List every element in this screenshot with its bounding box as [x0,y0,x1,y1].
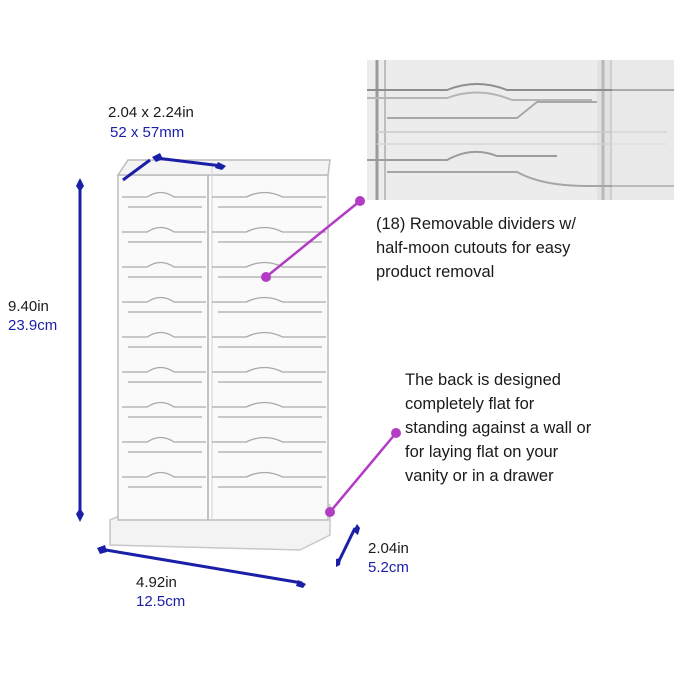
height-arrow-bottom [76,508,84,522]
divider-row-7-col-2 [212,401,326,418]
top-dimension-metric: 52 x 57mm [110,124,185,141]
divider-set [122,191,326,488]
width-dimension-line [99,547,303,585]
dividers-callout-dot-start [261,272,271,282]
width-dimension-imperial: 4.92in [136,574,177,591]
divider-row-3-col-1 [122,261,206,278]
dividers-callout-dot-end [355,196,365,206]
back-callout-line-1: The back is designed [405,371,561,389]
divider-row-5-col-2 [212,331,326,348]
divider-row-9-col-1 [122,471,206,488]
divider-row-7-col-1 [122,401,206,418]
divider-row-4-col-1 [122,296,206,313]
top-dimension-line [155,156,223,168]
divider-row-2-col-2 [212,226,326,243]
depth-dimension-metric: 5.2cm [368,559,409,576]
dividers-callout-line-2: half-moon cutouts for easy [376,239,571,257]
width-dimension-metric: 12.5cm [136,593,186,610]
depth-dimension-line [336,527,357,564]
divider-row-6-col-2 [212,366,326,383]
divider-row-4-col-2 [212,296,326,313]
divider-row-1-col-2 [212,191,326,208]
height-arrow-top [76,178,84,192]
back-callout-line-4: for laying flat on your [405,443,559,461]
dividers-callout-text: (18) Removable dividers w/ half-moon cut… [376,212,576,284]
divider-row-2-col-1 [122,226,206,243]
depth-dimension-imperial: 2.04in [368,540,409,557]
top-dimension-imperial: 2.04 x 2.24in [108,104,194,121]
divider-closeup-drawing [367,60,674,200]
height-dimension-metric: 23.9cm [8,317,58,334]
divider-row-8-col-2 [212,436,326,453]
dividers-callout-line [265,200,361,278]
divider-closeup-photo [367,60,674,200]
height-dimension-imperial: 9.40in [8,298,49,315]
back-callout-text: The back is designed completely flat for… [405,368,591,488]
back-callout-line-3: standing against a wall or [405,419,592,437]
dividers-callout-line-3: product removal [376,263,495,281]
back-callout-dot-end [391,428,401,438]
divider-row-5-col-1 [122,331,206,348]
divider-row-6-col-1 [122,366,206,383]
back-callout-line [329,432,397,513]
back-callout-dot-start [325,507,335,517]
divider-row-8-col-1 [122,436,206,453]
divider-row-9-col-2 [212,471,326,488]
dividers-callout-line-1: (18) Removable dividers w/ [376,215,576,233]
back-callout-line-2: completely flat for [405,395,535,413]
top-depth-line [122,158,151,182]
divider-row-1-col-1 [122,191,206,208]
back-callout-line-5: vanity or in a drawer [405,467,554,485]
